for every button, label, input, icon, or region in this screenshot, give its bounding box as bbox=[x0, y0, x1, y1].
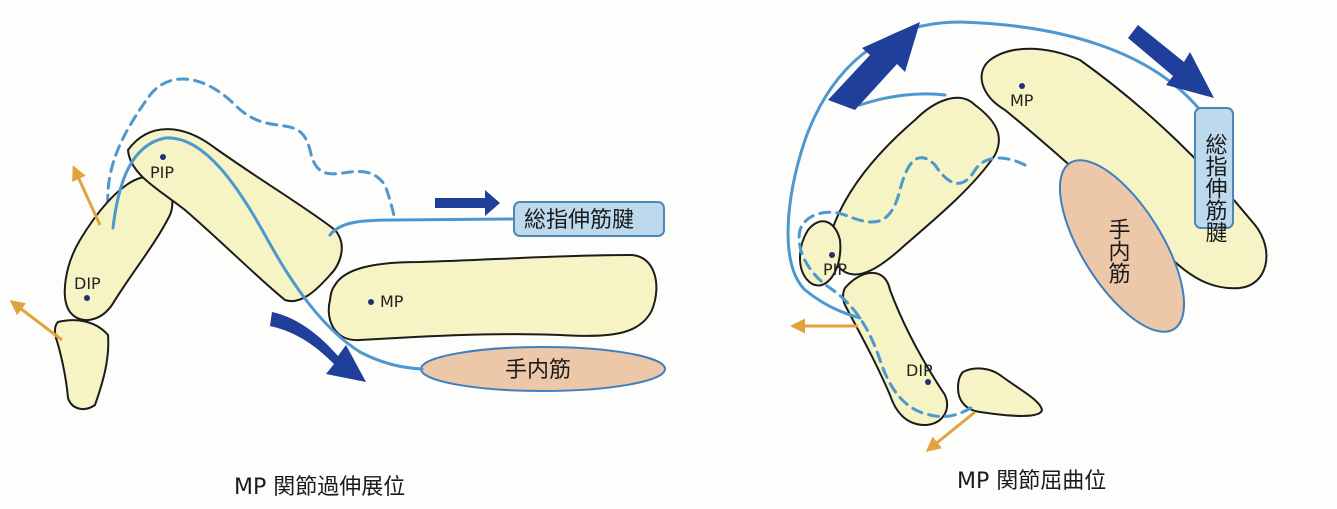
right-pip-dot bbox=[829, 252, 835, 258]
left-dip-label: DIP bbox=[74, 274, 101, 293]
right-dashed-tendon bbox=[797, 156, 1027, 419]
right-metacarpal bbox=[980, 47, 1268, 290]
left-mp-label: MP bbox=[380, 292, 404, 311]
left-curved-arrow bbox=[270, 312, 366, 382]
right-middle-phalanx bbox=[842, 271, 948, 427]
left-pip-label: PIP bbox=[150, 163, 174, 182]
right-tendon-tag bbox=[1194, 107, 1234, 229]
left-muscle-label: 手内筋 bbox=[505, 358, 571, 383]
left-caption: MP 関節過伸展位 bbox=[234, 475, 405, 500]
right-mp-dot bbox=[1019, 83, 1025, 89]
left-tendon-tag-label: 総指伸筋腱 bbox=[524, 208, 634, 233]
left-tendon-tag bbox=[513, 201, 665, 237]
left-diagram: PIP DIP MP 総指伸筋腱 手内筋 MP 関節過伸展位 bbox=[9, 77, 666, 500]
right-pip-label: PIP bbox=[823, 260, 847, 279]
left-orange-arrow-bottom bbox=[9, 300, 63, 342]
left-extensor-tendon bbox=[111, 136, 424, 371]
left-pip-dot bbox=[160, 154, 166, 160]
left-mp-dot bbox=[368, 299, 374, 305]
right-mp-label: MP bbox=[1010, 91, 1034, 110]
left-dashed-tendon bbox=[106, 77, 397, 224]
right-orange-arrow-bottom bbox=[925, 410, 976, 452]
left-proximal-phalanx bbox=[126, 128, 343, 303]
right-caption: MP 関節屈曲位 bbox=[957, 469, 1106, 494]
right-extensor-tendon bbox=[786, 20, 1202, 320]
left-middle-phalanx bbox=[63, 176, 174, 321]
right-dip-dot bbox=[925, 379, 931, 385]
right-intrinsic-muscle bbox=[1058, 159, 1186, 333]
left-extensor-tendon-upper bbox=[328, 217, 517, 237]
left-metacarpal bbox=[327, 253, 658, 342]
left-orange-arrow-top bbox=[72, 165, 102, 226]
right-distal-phalanx bbox=[956, 367, 1044, 417]
right-proximal-phalanx bbox=[829, 96, 1000, 276]
right-diagram: MP PIP DIP 総指伸筋腱 手内筋 MP 関節屈曲位 bbox=[786, 20, 1268, 494]
left-pull-arrow bbox=[435, 190, 500, 216]
right-muscle-label: 手内筋 bbox=[1105, 218, 1131, 284]
right-upper-arrow bbox=[828, 22, 920, 110]
right-extensor-tendon-branch bbox=[858, 92, 947, 107]
left-dip-dot bbox=[84, 295, 90, 301]
right-dip-label: DIP bbox=[906, 361, 933, 380]
left-distal-phalanx bbox=[53, 319, 110, 411]
right-tendon-tag-label: 総指伸筋腱 bbox=[1202, 133, 1228, 243]
right-pull-arrow bbox=[1128, 25, 1214, 98]
